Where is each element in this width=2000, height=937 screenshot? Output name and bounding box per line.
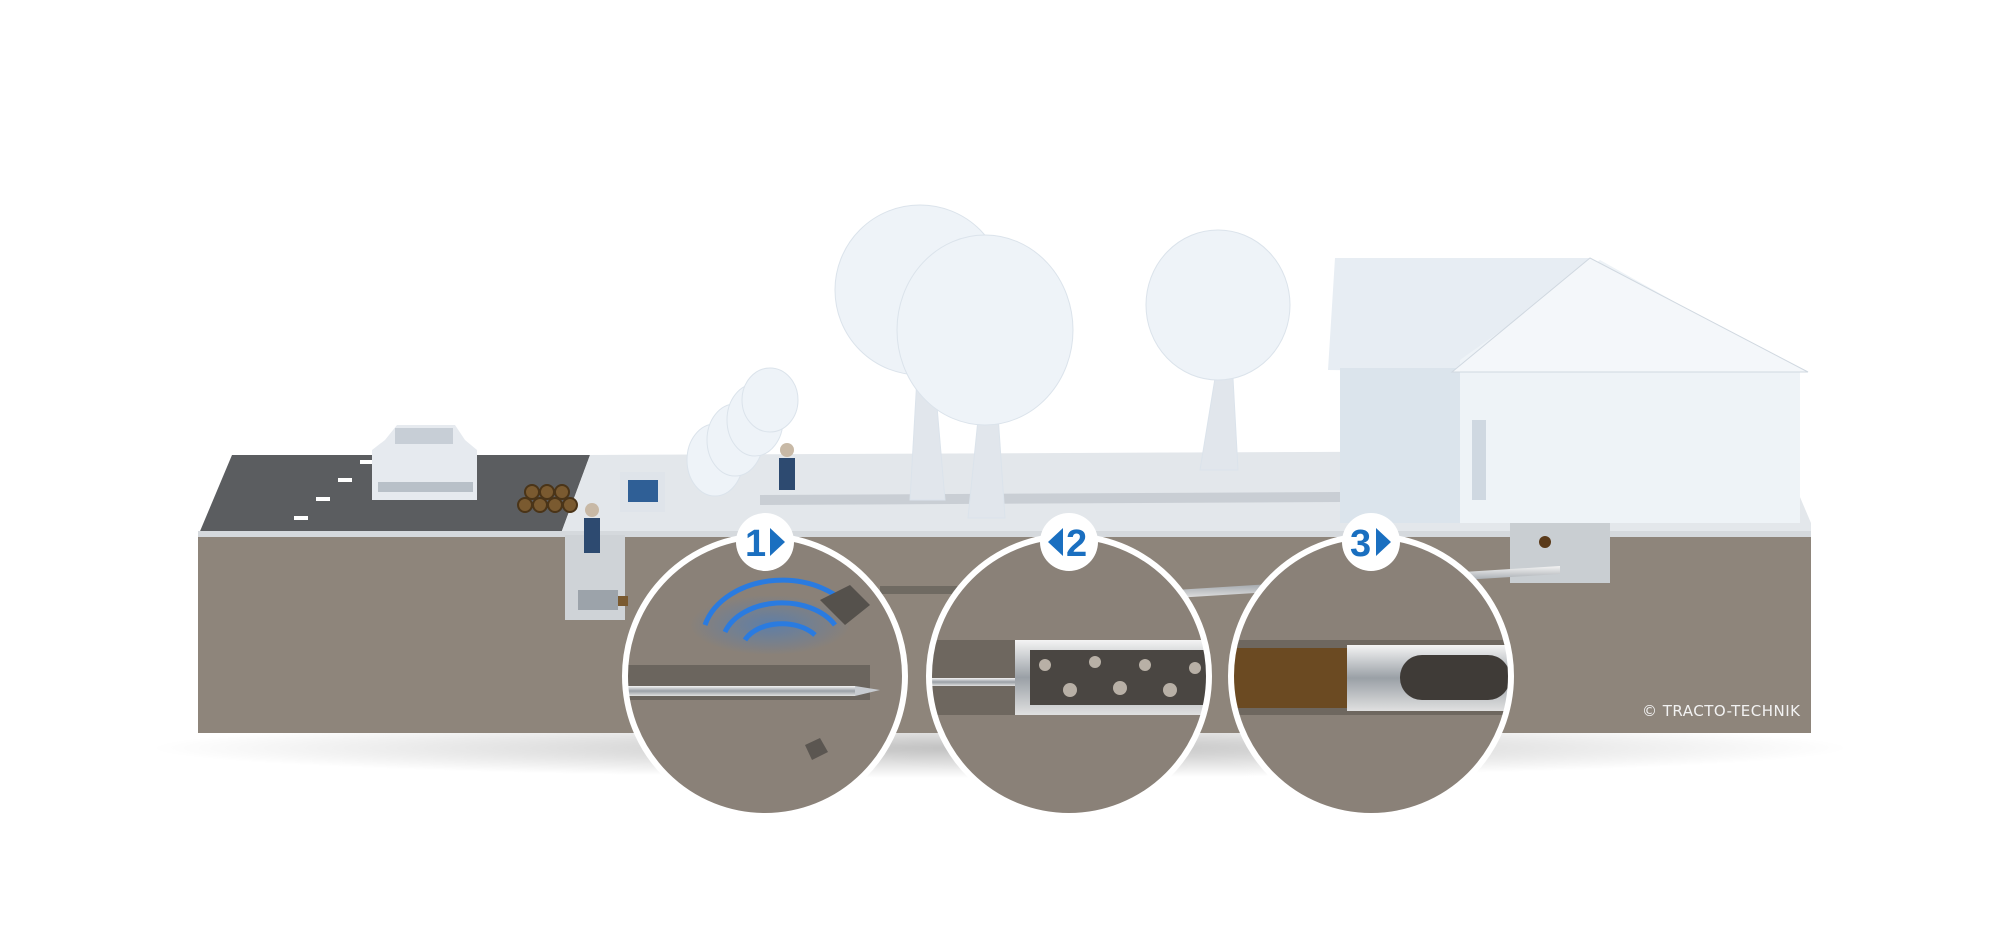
house (1328, 257, 1809, 523)
worker-locator (779, 443, 795, 490)
trees (686, 204, 1291, 519)
detail-circle-step-1 (622, 533, 908, 819)
detail-circle-step-2 (926, 533, 1212, 819)
product-pipe (1231, 648, 1347, 708)
spoil (1039, 656, 1201, 697)
copyright-notice: © TRACTO-TECHNIK (1642, 702, 1801, 720)
step-number: 2 (1066, 523, 1087, 565)
tree (1145, 229, 1291, 471)
house-connection (1539, 536, 1551, 548)
worker-pit (584, 503, 600, 553)
drill-rod (929, 678, 1015, 686)
step-badge-1: 1 (736, 513, 794, 571)
control-unit (620, 472, 665, 512)
drill-rod-section (880, 586, 970, 594)
stone (820, 585, 870, 625)
pipe-stack (517, 484, 578, 513)
step-badge-3: 3 (1342, 513, 1400, 571)
car (372, 425, 477, 500)
walkway (760, 492, 1340, 505)
step-badge-2: 2 (1040, 513, 1098, 571)
arrow-right-icon (770, 528, 785, 556)
step-number: 3 (1350, 523, 1371, 565)
road-markings (294, 460, 374, 520)
drill-head (855, 686, 880, 696)
tree-row (686, 367, 799, 497)
detail-circle-step-3 (1228, 533, 1514, 819)
step-number: 1 (745, 523, 766, 565)
arrow-left-icon (1048, 528, 1063, 556)
arrow-right-icon (1376, 528, 1391, 556)
drill-rod (625, 686, 855, 696)
tree (896, 234, 1074, 519)
